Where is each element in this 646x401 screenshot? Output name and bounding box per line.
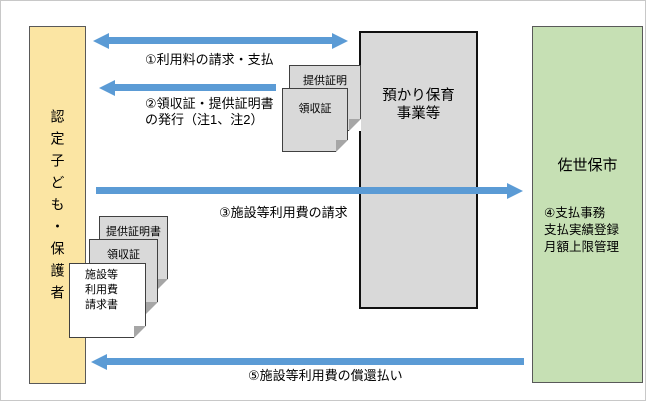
arrow-shaft: [96, 187, 508, 194]
facility-fee-claim-label: ③施設等利用費の請求: [219, 205, 348, 220]
provision-certificate-label: 提供証明書: [106, 226, 161, 238]
sasebo-city-box: 佐世保市 ④支払事務 支払実績登録 月額上限管理: [532, 26, 643, 383]
facility-fee-reimbursement-label: ⑤施設等利用費の償還払い: [248, 368, 403, 383]
receipt-label-top: 領収証: [298, 103, 332, 115]
arrowhead-left-icon: [99, 80, 115, 96]
city-duty-monthly-cap: 月額上限管理: [544, 240, 620, 254]
provision-certificate-label-top: 提供証明: [303, 75, 347, 87]
arrowhead-left-icon: [91, 354, 107, 370]
certified-children-guardians-label: 認定子ども・保護者: [49, 109, 66, 307]
facility-fee-invoice-document: 施設等 利用費 請求書: [69, 263, 146, 338]
sasebo-city-label: 佐世保市: [557, 157, 618, 174]
city-duties-list: ④支払事務 支払実績登録 月額上限管理: [544, 205, 619, 256]
arrow-shaft: [106, 358, 524, 365]
folded-corner-icon: [134, 326, 146, 338]
arrow-shaft: [108, 37, 333, 44]
arrow-facility-fee-reimbursement: [91, 354, 524, 370]
city-duty-payment-record: 支払実績登録: [544, 223, 620, 237]
arrow-fee-request-payment: [93, 33, 348, 49]
folded-corner-icon: [349, 119, 361, 131]
folded-corner-icon: [146, 302, 158, 314]
arrowhead-left-icon: [93, 33, 109, 49]
receipt-document-top: 領収証: [282, 88, 348, 152]
facility-fee-invoice-label: 施設等 利用費 請求書: [85, 269, 118, 311]
fee-request-payment-label: ①利用料の請求・支払: [145, 52, 274, 67]
folded-corner-icon: [156, 279, 168, 291]
arrow-shaft: [114, 84, 276, 91]
arrow-facility-fee-claim: [96, 183, 523, 199]
arrowhead-right-icon: [332, 33, 348, 49]
certified-children-guardians-box: 認定子ども・保護者: [29, 26, 86, 384]
arrowhead-right-icon: [507, 183, 523, 199]
arrow-receipt-issuance: [99, 80, 276, 96]
folded-corner-icon: [336, 140, 348, 152]
receipt-label: 領収証: [107, 249, 140, 261]
receipt-issuance-label: ②領収証・提供証明書 の発行（注1、注2）: [145, 96, 274, 127]
daycare-business-box: 預かり保育 事業等: [359, 31, 478, 309]
city-duty-payment-work: ④支払事務: [544, 206, 606, 220]
daycare-business-label: 預かり保育 事業等: [382, 88, 455, 122]
